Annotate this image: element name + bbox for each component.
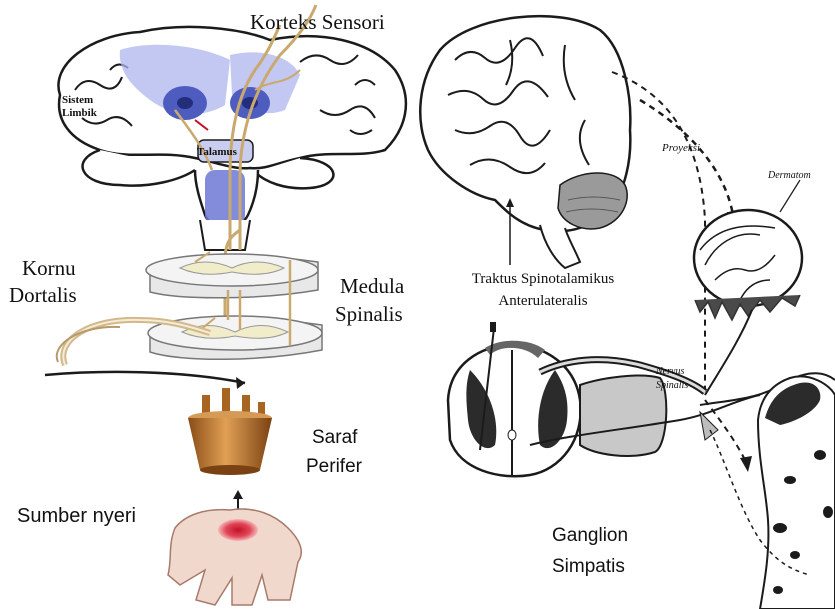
label-nervus-spinalis-line2: Spinalis [656, 380, 688, 392]
label-sistem-limbik-line1: Sistem [62, 94, 93, 107]
label-ganglion-simpatis-line1: Ganglion [552, 525, 628, 547]
label-talamus: Talamus [197, 146, 237, 159]
label-saraf-perifer-line2: Perifer [306, 456, 362, 478]
label-medula-spinalis-line1: Medula [340, 274, 404, 298]
label-traktus-line2: Anterulateralis [448, 293, 638, 309]
label-korteks-sensori: Korteks Sensori [250, 10, 385, 34]
label-sumber-nyeri: Sumber nyeri [17, 505, 136, 528]
label-kornu-dortalis-line2: Dortalis [9, 283, 77, 307]
label-proyeksi: Proyeksi [662, 142, 700, 155]
projection-arrow [640, 100, 733, 215]
label-dermatom: Dermatom [768, 170, 811, 182]
peripheral-nerve-cylinder [188, 388, 272, 475]
label-medula-spinalis-line2: Spinalis [335, 302, 403, 326]
afferent-arrow [45, 372, 245, 383]
hand [168, 509, 301, 605]
label-nervus-spinalis-line1: Nervus [656, 366, 684, 378]
vertebra [758, 376, 835, 609]
label-ganglion-simpatis-line2: Simpatis [552, 556, 625, 578]
label-kornu-dortalis-line1: Kornu [22, 256, 76, 280]
afferent-arrow-head [236, 377, 245, 389]
brain-lateral [420, 16, 630, 268]
label-sistem-limbik-line2: Limbik [62, 107, 97, 120]
dermatome-disc [694, 210, 802, 320]
label-saraf-perifer-line1: Saraf [312, 427, 357, 449]
label-traktus-line1: Traktus Spinotalamikus [448, 271, 638, 288]
spinal-cord-slice-upper [146, 254, 318, 298]
